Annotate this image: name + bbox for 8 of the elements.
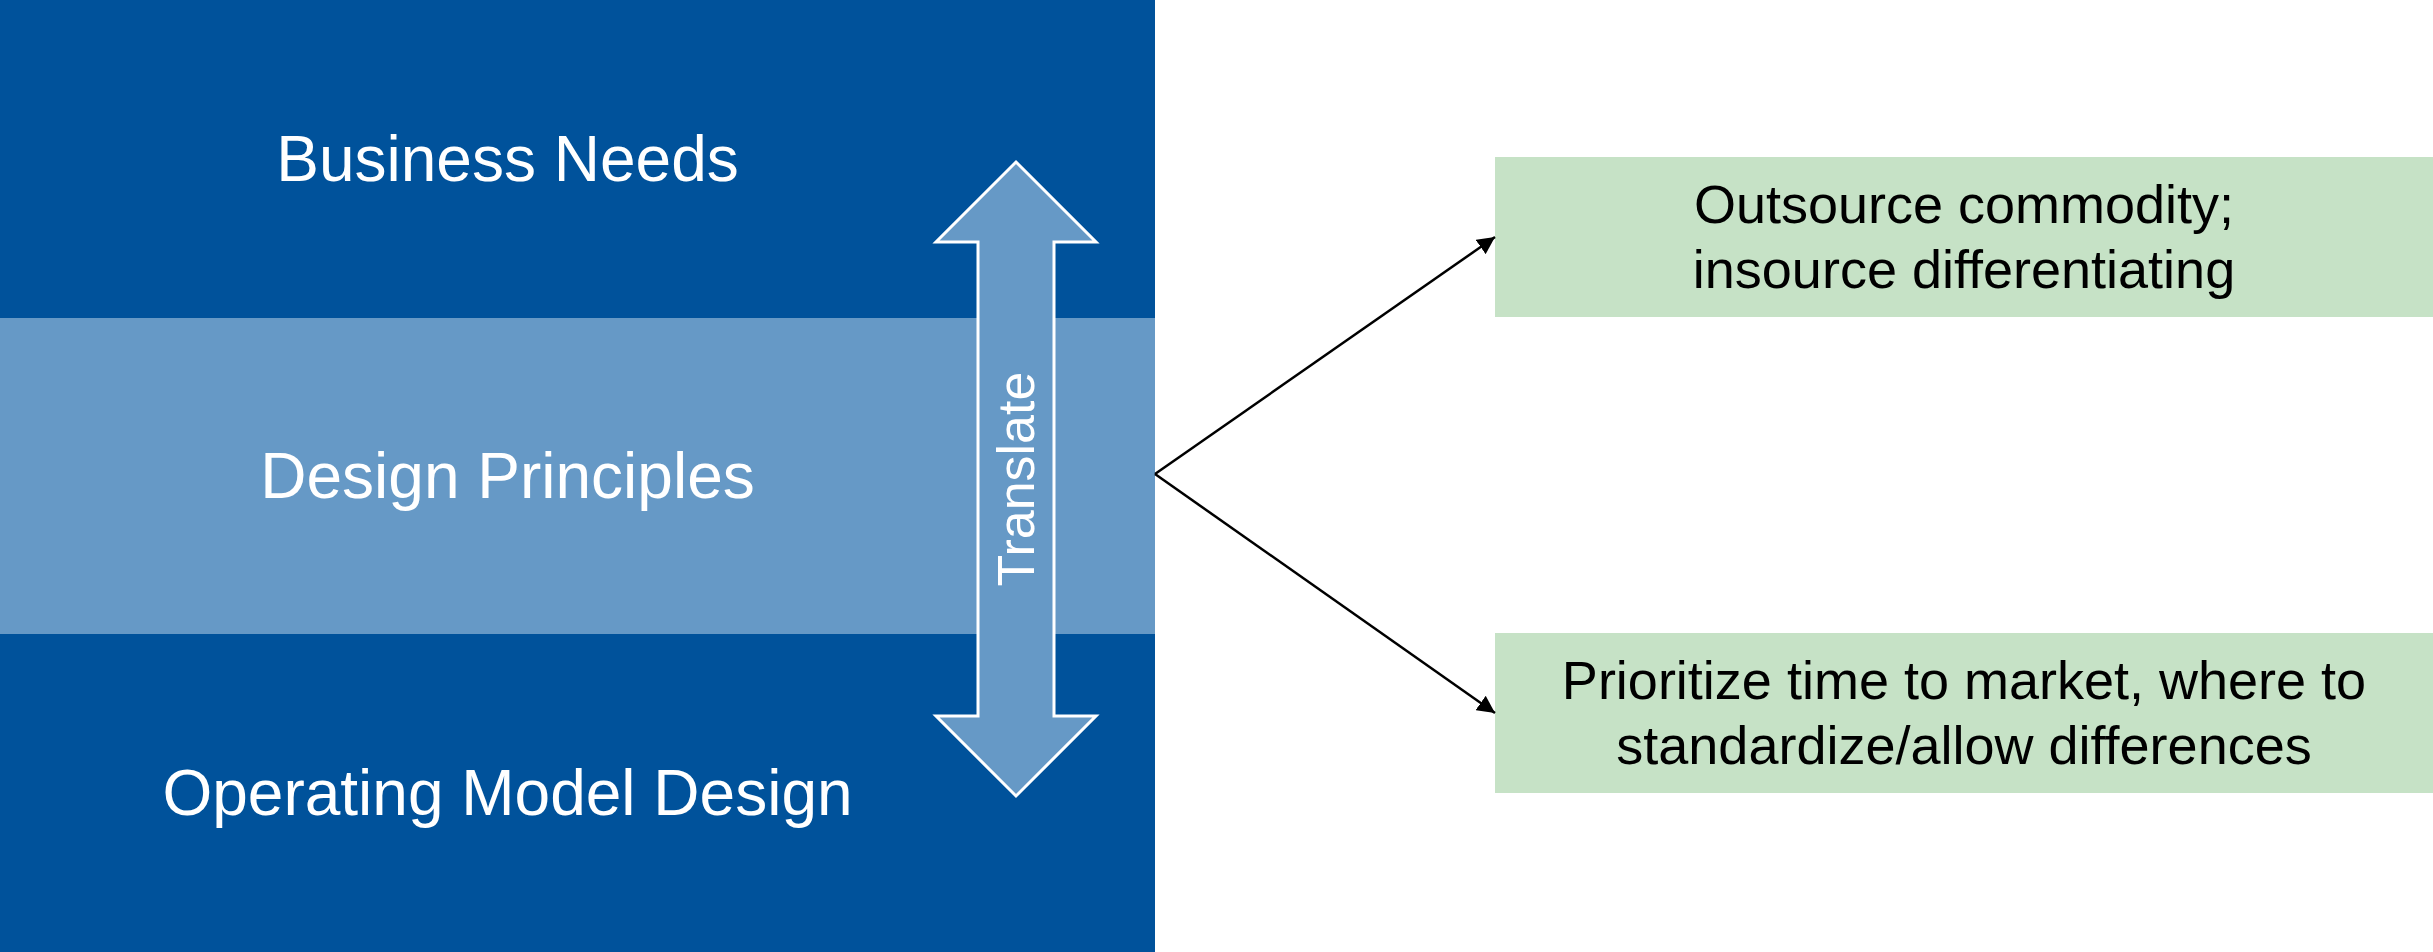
band: Operating Model Design (0, 634, 1155, 952)
double-arrow (932, 159, 1100, 799)
band: Business Needs (0, 0, 1155, 318)
outcome-box: Prioritize time to market, where to standardize/allow differences (1495, 633, 2433, 793)
outcome-box: Outsource commodity; insource differentiating (1495, 157, 2433, 317)
edge-label: Translate (985, 371, 1046, 587)
arrow (1154, 235, 1496, 476)
arrow (1154, 472, 1496, 715)
